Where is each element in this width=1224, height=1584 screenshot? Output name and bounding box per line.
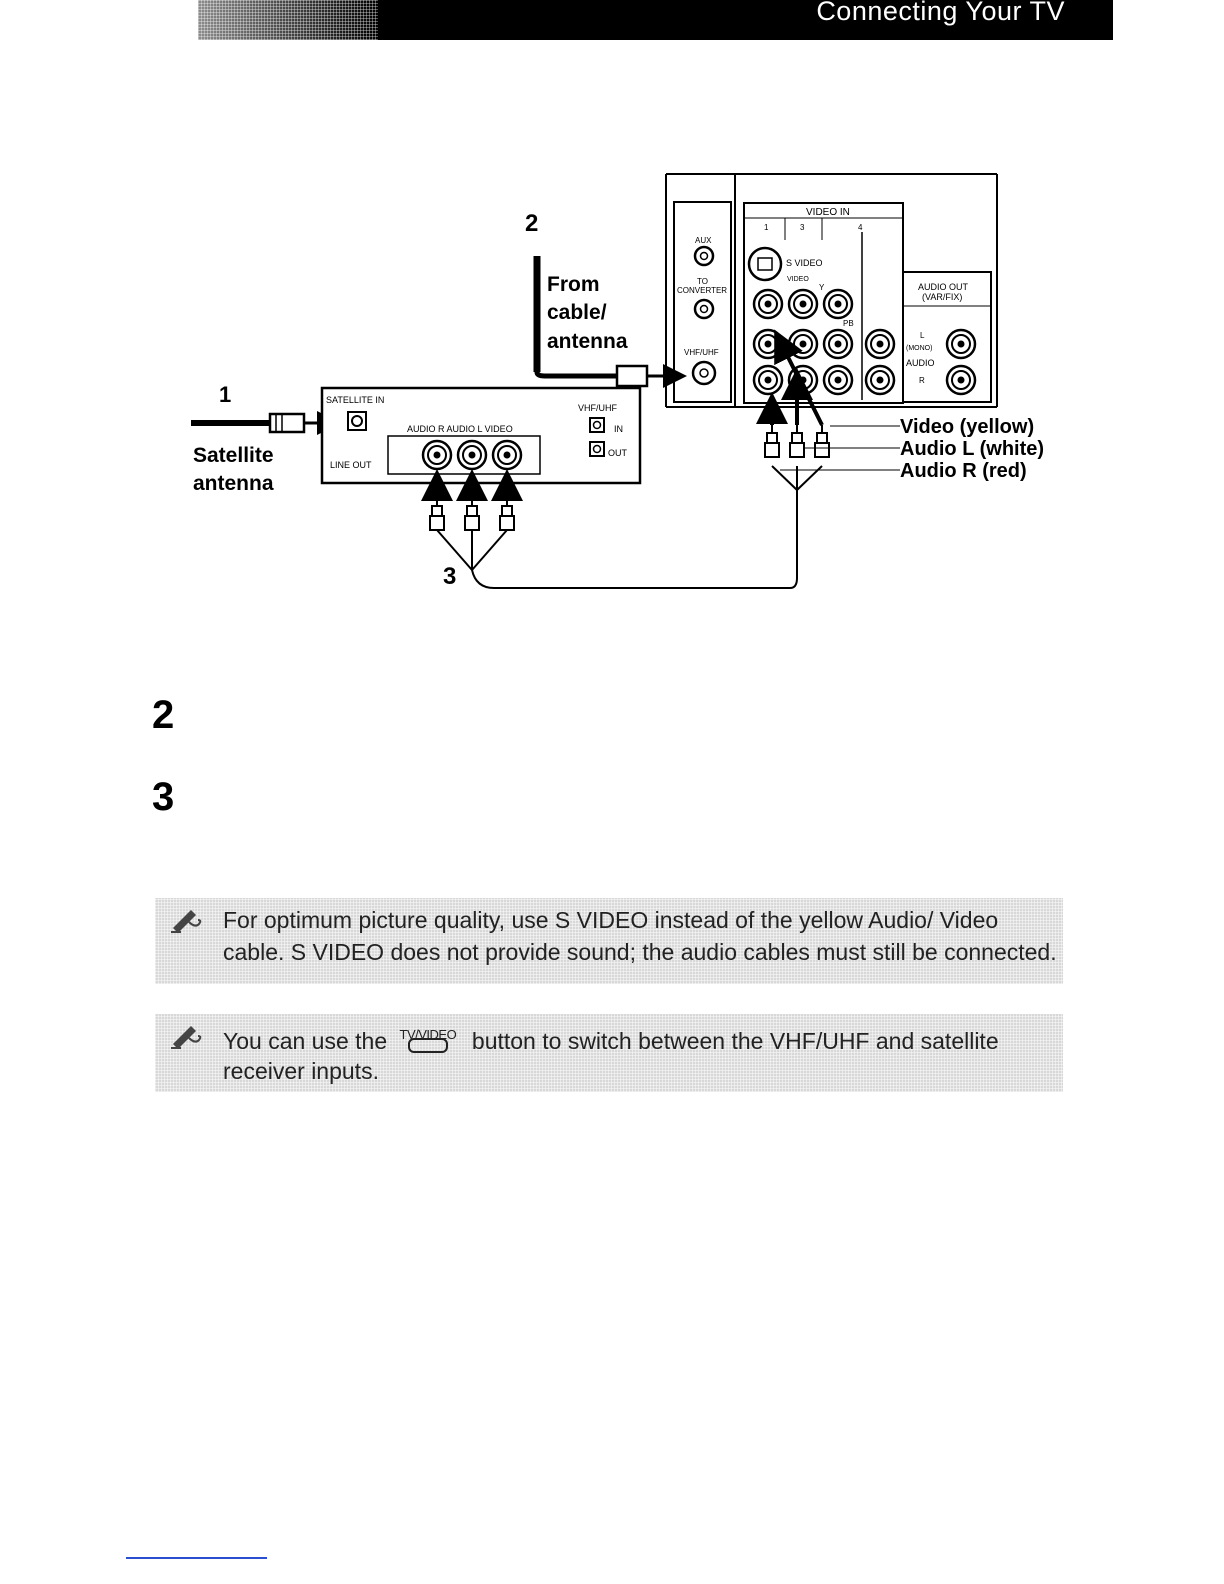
svg-text:L: L (920, 331, 925, 340)
svg-text:CONVERTER: CONVERTER (677, 286, 727, 295)
svg-text:AUX: AUX (695, 236, 712, 245)
svg-text:LINE OUT: LINE OUT (330, 460, 372, 470)
svg-text:AUDIO: AUDIO (906, 358, 935, 368)
svg-text:SATELLITE IN: SATELLITE IN (326, 395, 384, 405)
connection-diagram: 2 1 3 From cable/ antenna Satellite ante… (191, 173, 1044, 590)
svg-text:S VIDEO: S VIDEO (786, 258, 823, 268)
from-cable-line-1: From (547, 273, 600, 296)
from-cable-line-2: cable/ (547, 301, 607, 324)
note-tv-video-line-2: receiver inputs. (223, 1058, 379, 1084)
svg-text:VIDEO: VIDEO (787, 276, 809, 283)
callout-2: 2 (525, 210, 538, 237)
svg-text:AUDIO OUT: AUDIO OUT (918, 282, 969, 292)
svg-text:Y: Y (819, 283, 825, 292)
svg-text:(VAR/FIX): (VAR/FIX) (922, 292, 962, 302)
svg-text:PB: PB (843, 319, 854, 328)
svg-text:4: 4 (858, 223, 863, 232)
from-cable-line-3: antenna (547, 330, 628, 353)
note-svideo-text: For optimum picture quality, use S VIDEO… (223, 904, 1057, 968)
svg-text:VHF/UHF: VHF/UHF (578, 403, 617, 413)
satellite-label-1: Satellite (193, 444, 274, 467)
satellite-label-2: antenna (193, 472, 274, 495)
svg-text:IN: IN (614, 424, 623, 434)
note-svideo-line-1: For optimum picture quality, use S VIDEO… (223, 907, 999, 933)
header-dither (198, 0, 378, 40)
button-shape-icon (407, 1038, 448, 1053)
page-title: Connecting Your TV (816, 0, 1065, 26)
footer-rule (126, 1557, 267, 1559)
note-pencil-icon (171, 1026, 202, 1049)
svg-text:(MONO): (MONO) (906, 345, 932, 352)
step-number-3: 3 (152, 775, 175, 819)
callout-1: 1 (219, 382, 231, 407)
cable-label-audio-l: Audio L (white) (900, 438, 1044, 460)
note-tv-video-pre: You can use the (223, 1028, 388, 1054)
svg-text:3: 3 (800, 223, 805, 232)
note-svideo: For optimum picture quality, use S VIDEO… (155, 898, 1063, 984)
svg-text:VIDEO IN: VIDEO IN (806, 207, 850, 218)
svg-text:R: R (919, 376, 925, 385)
note-tv-video-text: You can use the TV/VIDEO button to switc… (223, 1026, 1049, 1086)
tv-video-button-icon: TV/VIDEO (394, 1026, 466, 1053)
note-tv-video-post: button to switch between the VHF/UHF and… (471, 1028, 999, 1054)
step-number-2: 2 (152, 693, 175, 737)
header-bar: Connecting Your TV (198, 0, 1113, 40)
cable-label-video: Video (yellow) (900, 416, 1034, 438)
note-tv-video: You can use the TV/VIDEO button to switc… (155, 1014, 1063, 1092)
note-svideo-line-2: cable. S VIDEO does not provide sound; t… (223, 939, 1057, 965)
note-pencil-icon (171, 910, 202, 933)
svg-text:AUDIO R AUDIO L VIDEO: AUDIO R AUDIO L VIDEO (407, 424, 513, 434)
svg-text:TO: TO (697, 277, 708, 286)
svg-text:VHF/UHF: VHF/UHF (684, 348, 719, 357)
svg-text:OUT: OUT (608, 448, 628, 458)
svg-text:1: 1 (764, 223, 769, 232)
callout-3: 3 (443, 563, 456, 590)
cable-label-audio-r: Audio R (red) (900, 460, 1027, 482)
